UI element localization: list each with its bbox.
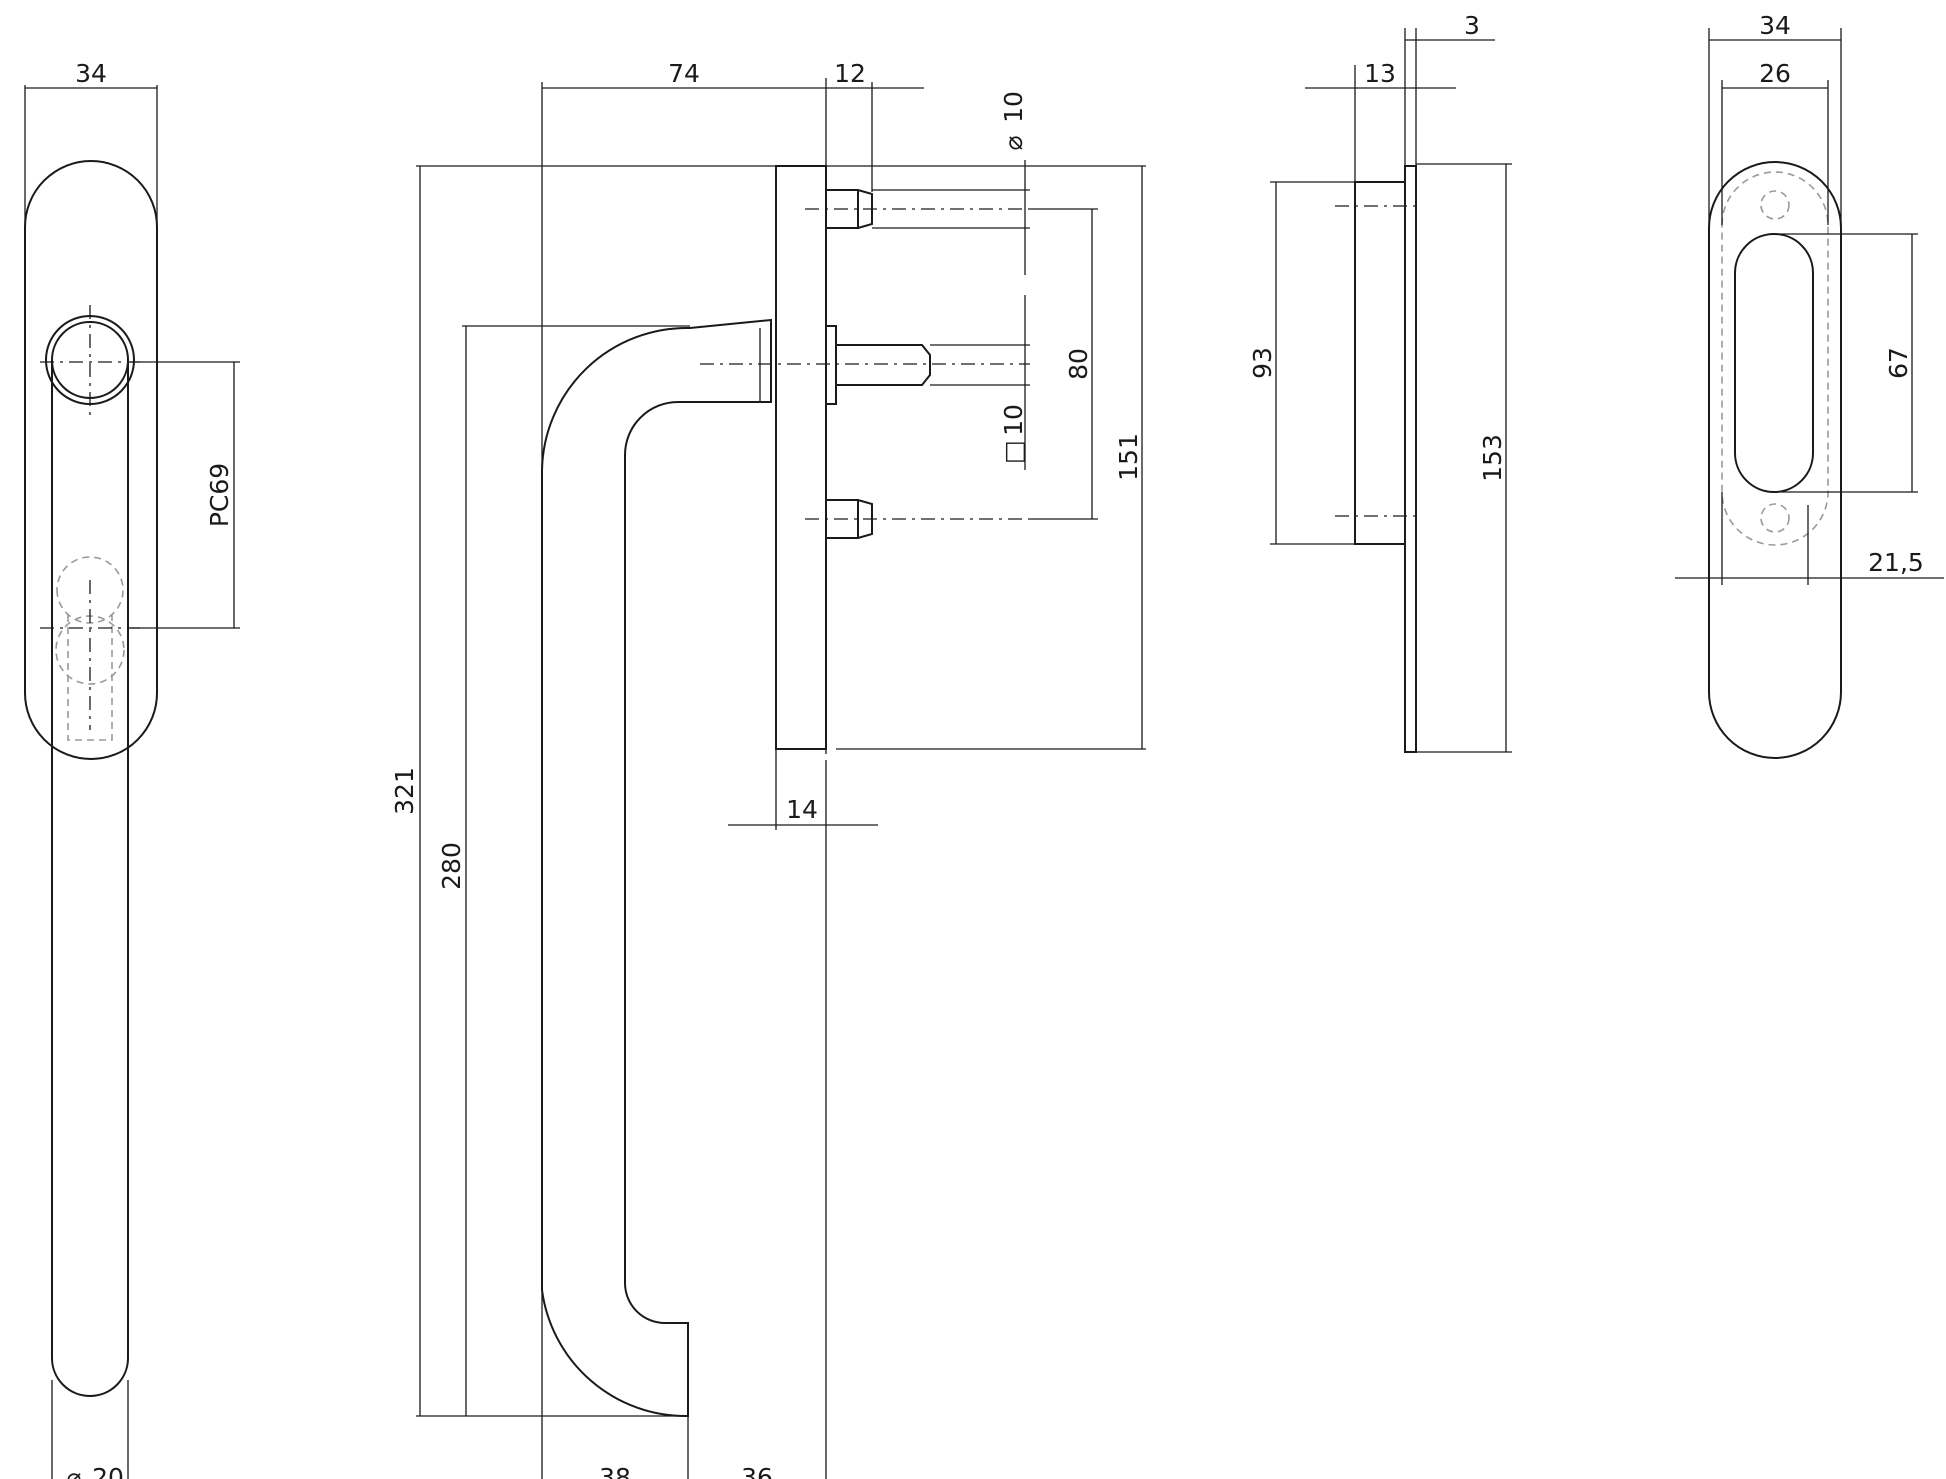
dim-pc: PC69 bbox=[205, 463, 234, 527]
dim-grip-right: 36 bbox=[741, 1463, 773, 1479]
dim-rose-height: 93 bbox=[1248, 347, 1277, 379]
back-view: 34 26 67 21,5 bbox=[1675, 11, 1944, 759]
dim-handle-length: 280 bbox=[437, 842, 466, 890]
rose-side-view: 93 13 3 153 bbox=[1248, 11, 1512, 753]
front-cylinder-hidden bbox=[56, 556, 124, 741]
dim-rose-depth: 13 bbox=[1364, 59, 1396, 88]
front-view: 34 PC69 ⌀ 20 bbox=[24, 59, 240, 1479]
back-rose-outline bbox=[1708, 161, 1842, 759]
dim-rose-plate: 3 bbox=[1464, 11, 1480, 40]
dim-back-hole-spacing: 21,5 bbox=[1868, 548, 1924, 577]
dim-plate-height: 151 bbox=[1114, 433, 1143, 481]
back-slot bbox=[1734, 233, 1814, 493]
dim-front-diameter: 20 bbox=[92, 1463, 124, 1479]
side-handle-outline bbox=[541, 318, 772, 1418]
dim-pin-spacing: 80 bbox=[1064, 348, 1093, 380]
dim-spindle: 10 bbox=[999, 404, 1028, 436]
dim-grip-left: 38 bbox=[599, 1463, 631, 1479]
dim-back-width: 34 bbox=[1759, 11, 1791, 40]
dim-pin-diameter: 10 bbox=[999, 91, 1028, 123]
dim-back-slot: 67 bbox=[1884, 347, 1913, 379]
dim-front-diameter-symbol: ⌀ bbox=[66, 1463, 81, 1479]
dim-rose-overall: 153 bbox=[1478, 434, 1507, 482]
front-handle-neck bbox=[51, 321, 129, 399]
dim-back-inner-width: 26 bbox=[1759, 59, 1791, 88]
dim-spindle-symbol: □ bbox=[999, 440, 1028, 464]
dim-top-length: 74 bbox=[668, 59, 700, 88]
back-bottom-hole bbox=[1760, 503, 1790, 533]
side-spindle bbox=[836, 344, 931, 386]
dim-front-width: 34 bbox=[75, 59, 107, 88]
front-handle-lever bbox=[51, 360, 129, 1397]
dim-overall-height: 321 bbox=[390, 767, 419, 815]
front-handle-collar bbox=[45, 315, 135, 405]
rose-side-body bbox=[1354, 181, 1406, 545]
side-spindle-collar bbox=[825, 325, 837, 405]
dim-pin-diameter-symbol: ⌀ bbox=[999, 135, 1028, 150]
side-rose-plate bbox=[775, 165, 827, 750]
dim-pin-offset: 12 bbox=[834, 59, 866, 88]
rose-side-plate bbox=[1404, 165, 1417, 753]
back-top-hole bbox=[1760, 190, 1790, 220]
dim-base-depth: 14 bbox=[786, 795, 818, 824]
side-view: 74 12 ⌀ 10 □ 10 80 151 321 280 bbox=[390, 59, 1146, 1479]
front-rose-outline bbox=[24, 160, 158, 760]
